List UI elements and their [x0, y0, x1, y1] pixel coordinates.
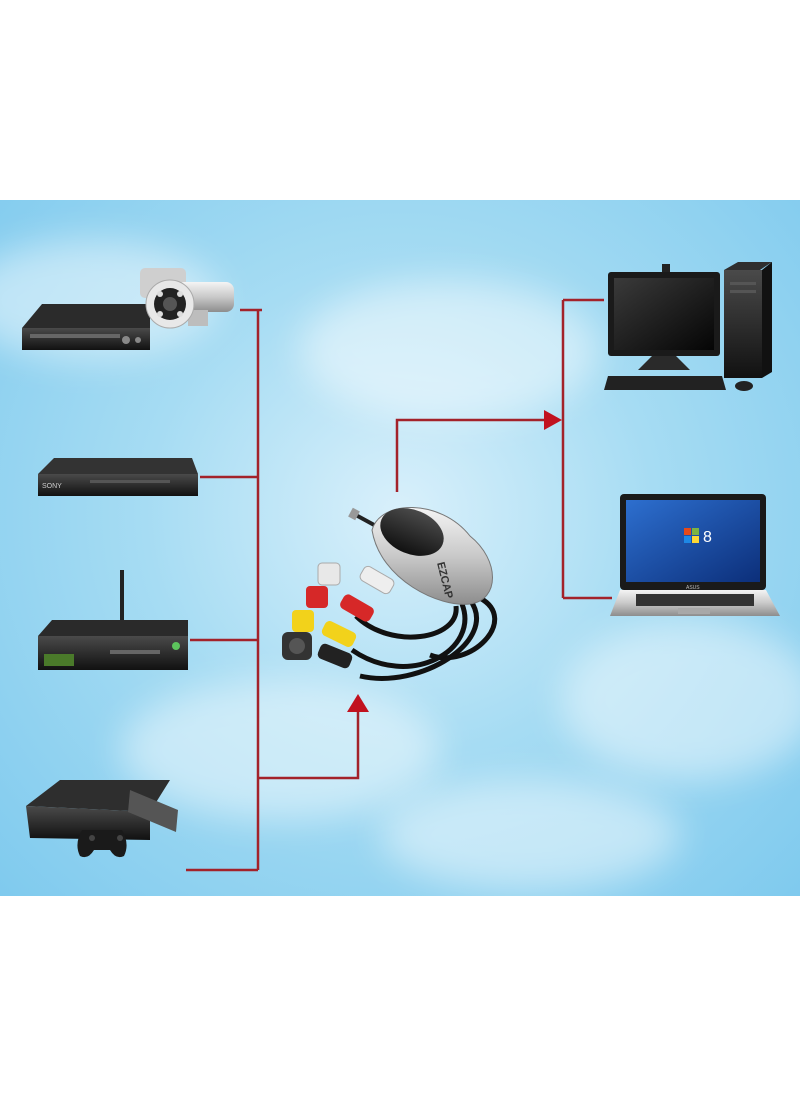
usb-capture-device[interactable]: EZCAP — [282, 499, 498, 681]
connection-lines — [186, 298, 612, 872]
bluray-player: SONY — [38, 458, 198, 496]
arrow-up-icon — [347, 694, 369, 712]
game-console — [26, 780, 178, 858]
desktop-computer — [604, 262, 772, 391]
set-top-box — [38, 570, 188, 670]
svg-text:SONY: SONY — [42, 483, 62, 490]
laptop: 8 ASUS — [610, 494, 780, 616]
svg-text:ASUS: ASUS — [686, 585, 700, 591]
dvr-recorder — [22, 304, 150, 350]
arrow-right-icon — [544, 410, 562, 430]
svg-text:8: 8 — [703, 529, 712, 546]
security-camera — [140, 268, 234, 329]
